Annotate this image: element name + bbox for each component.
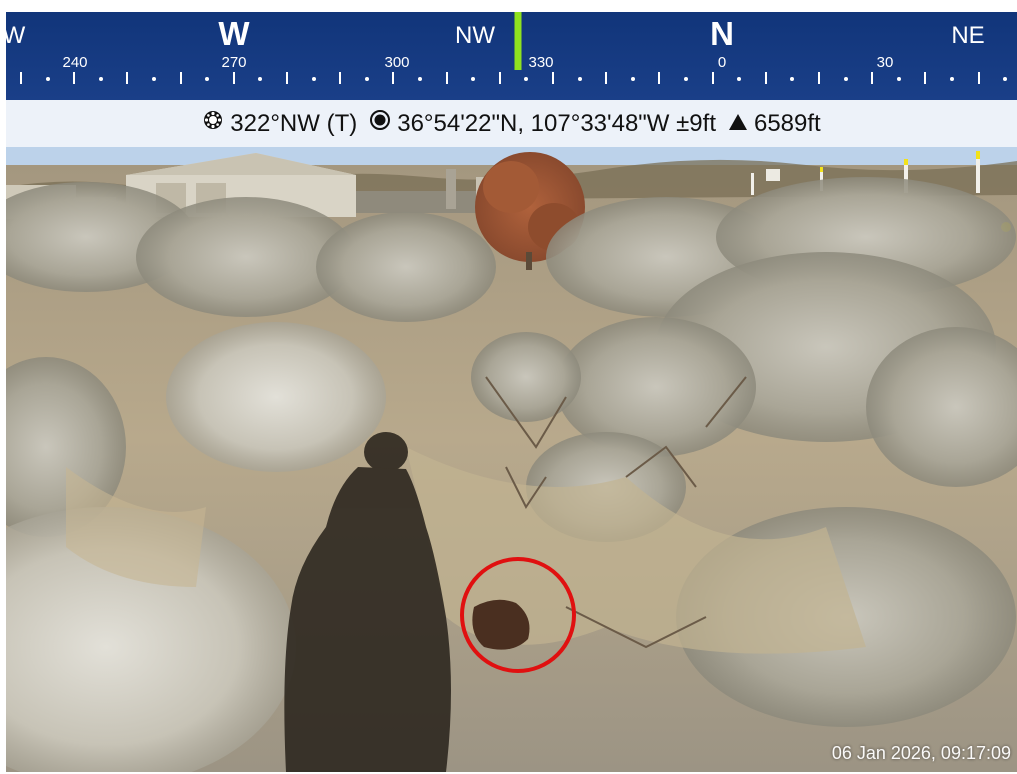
compass-intercardinal-ne: NE bbox=[951, 22, 985, 49]
compass-degree-300: 300 bbox=[384, 54, 410, 71]
photographer-shadow bbox=[284, 432, 451, 772]
compass-degree-0: 0 bbox=[717, 54, 727, 71]
compass-tick-dot bbox=[844, 77, 848, 81]
twigs bbox=[485, 376, 747, 649]
compass-tick-dot bbox=[152, 77, 156, 81]
capture-timestamp: 06 Jan 2026, 09:17:09 bbox=[831, 743, 1011, 763]
compass-tick bbox=[712, 72, 714, 84]
compass-tick-dot bbox=[205, 77, 209, 81]
compass-tick bbox=[765, 72, 767, 84]
compass-tick-dot bbox=[471, 77, 475, 81]
altitude-group: 6589ft bbox=[728, 110, 821, 138]
compass-tick bbox=[446, 72, 448, 84]
compass-degree-30: 30 bbox=[876, 54, 894, 71]
compass-tick-dot bbox=[524, 77, 528, 81]
heading-text: 322°NW (T) bbox=[230, 109, 358, 137]
coordinates-group: 36°54'22"N, 107°33'48"W ±9ft bbox=[369, 109, 716, 138]
compass-tick bbox=[605, 72, 607, 84]
compass-tick-dot bbox=[99, 77, 103, 81]
compass-tick bbox=[818, 72, 820, 84]
target-icon bbox=[369, 109, 391, 138]
compass-tick bbox=[392, 72, 394, 84]
compass-degree-240: 240 bbox=[62, 54, 88, 71]
dark-soil-patch bbox=[472, 599, 530, 650]
compass-tick bbox=[233, 72, 235, 84]
altitude-text: 6589ft bbox=[753, 109, 821, 137]
compass-degree-270: 270 bbox=[221, 54, 247, 71]
compass-tick bbox=[73, 72, 75, 84]
compass-tick-dot bbox=[258, 77, 262, 81]
heading-needle bbox=[514, 12, 522, 70]
coordinates-text: 36°54'22"N, 107°33'48"W ±9ft bbox=[397, 109, 716, 137]
compass-cardinal-n: N bbox=[710, 15, 734, 52]
compass-rose-icon bbox=[202, 109, 224, 138]
landscape-photo: 06 Jan 2026, 09:17:09 bbox=[6, 147, 1017, 772]
highlight-marker-circle bbox=[460, 557, 576, 673]
dirt-patch bbox=[66, 467, 206, 587]
compass-tick bbox=[180, 72, 182, 84]
compass-tick bbox=[924, 72, 926, 84]
compass-tick-dot bbox=[737, 77, 741, 81]
compass-tick-dot bbox=[631, 77, 635, 81]
compass-tick-dot bbox=[684, 77, 688, 81]
landscape-illustration bbox=[6, 147, 1017, 772]
compass-tick bbox=[499, 72, 501, 84]
compass-intercardinal-nw: NW bbox=[455, 22, 495, 49]
compass-tick bbox=[658, 72, 660, 84]
compass-tick bbox=[20, 72, 22, 84]
compass-degree-330: 330 bbox=[528, 54, 554, 71]
compass-tick bbox=[871, 72, 873, 84]
compass-tick-dot bbox=[578, 77, 582, 81]
compass-tick bbox=[126, 72, 128, 84]
gps-info-bar: 322°NW (T) 36°54'22"N, 107°33'48"W ±9ft … bbox=[6, 100, 1017, 147]
compass-cardinal-w: W bbox=[218, 15, 250, 52]
compass-tick-dot bbox=[418, 77, 422, 81]
compass-tick-dot bbox=[365, 77, 369, 81]
compass-intercardinal-w: W bbox=[6, 22, 26, 49]
sagebrush bbox=[6, 177, 1017, 772]
compass-tick-dot bbox=[950, 77, 954, 81]
compass-tick-dot bbox=[790, 77, 794, 81]
compass-tick bbox=[339, 72, 341, 84]
compass-tick bbox=[978, 72, 980, 84]
compass-tick-dot bbox=[312, 77, 316, 81]
compass-tick-dot bbox=[46, 77, 50, 81]
heading-group: 322°NW (T) bbox=[202, 109, 357, 138]
compass-strip: W N NW NE W 240 270 300 330 0 30 bbox=[6, 12, 1017, 100]
compass-tick bbox=[286, 72, 288, 84]
compass-tick bbox=[552, 72, 554, 84]
mountain-triangle-icon bbox=[728, 110, 748, 138]
photo-frame: W N NW NE W 240 270 300 330 0 30 322°NW (T) bbox=[6, 12, 1017, 772]
compass-tick-dot bbox=[1003, 77, 1007, 81]
compass-tick-dot bbox=[897, 77, 901, 81]
